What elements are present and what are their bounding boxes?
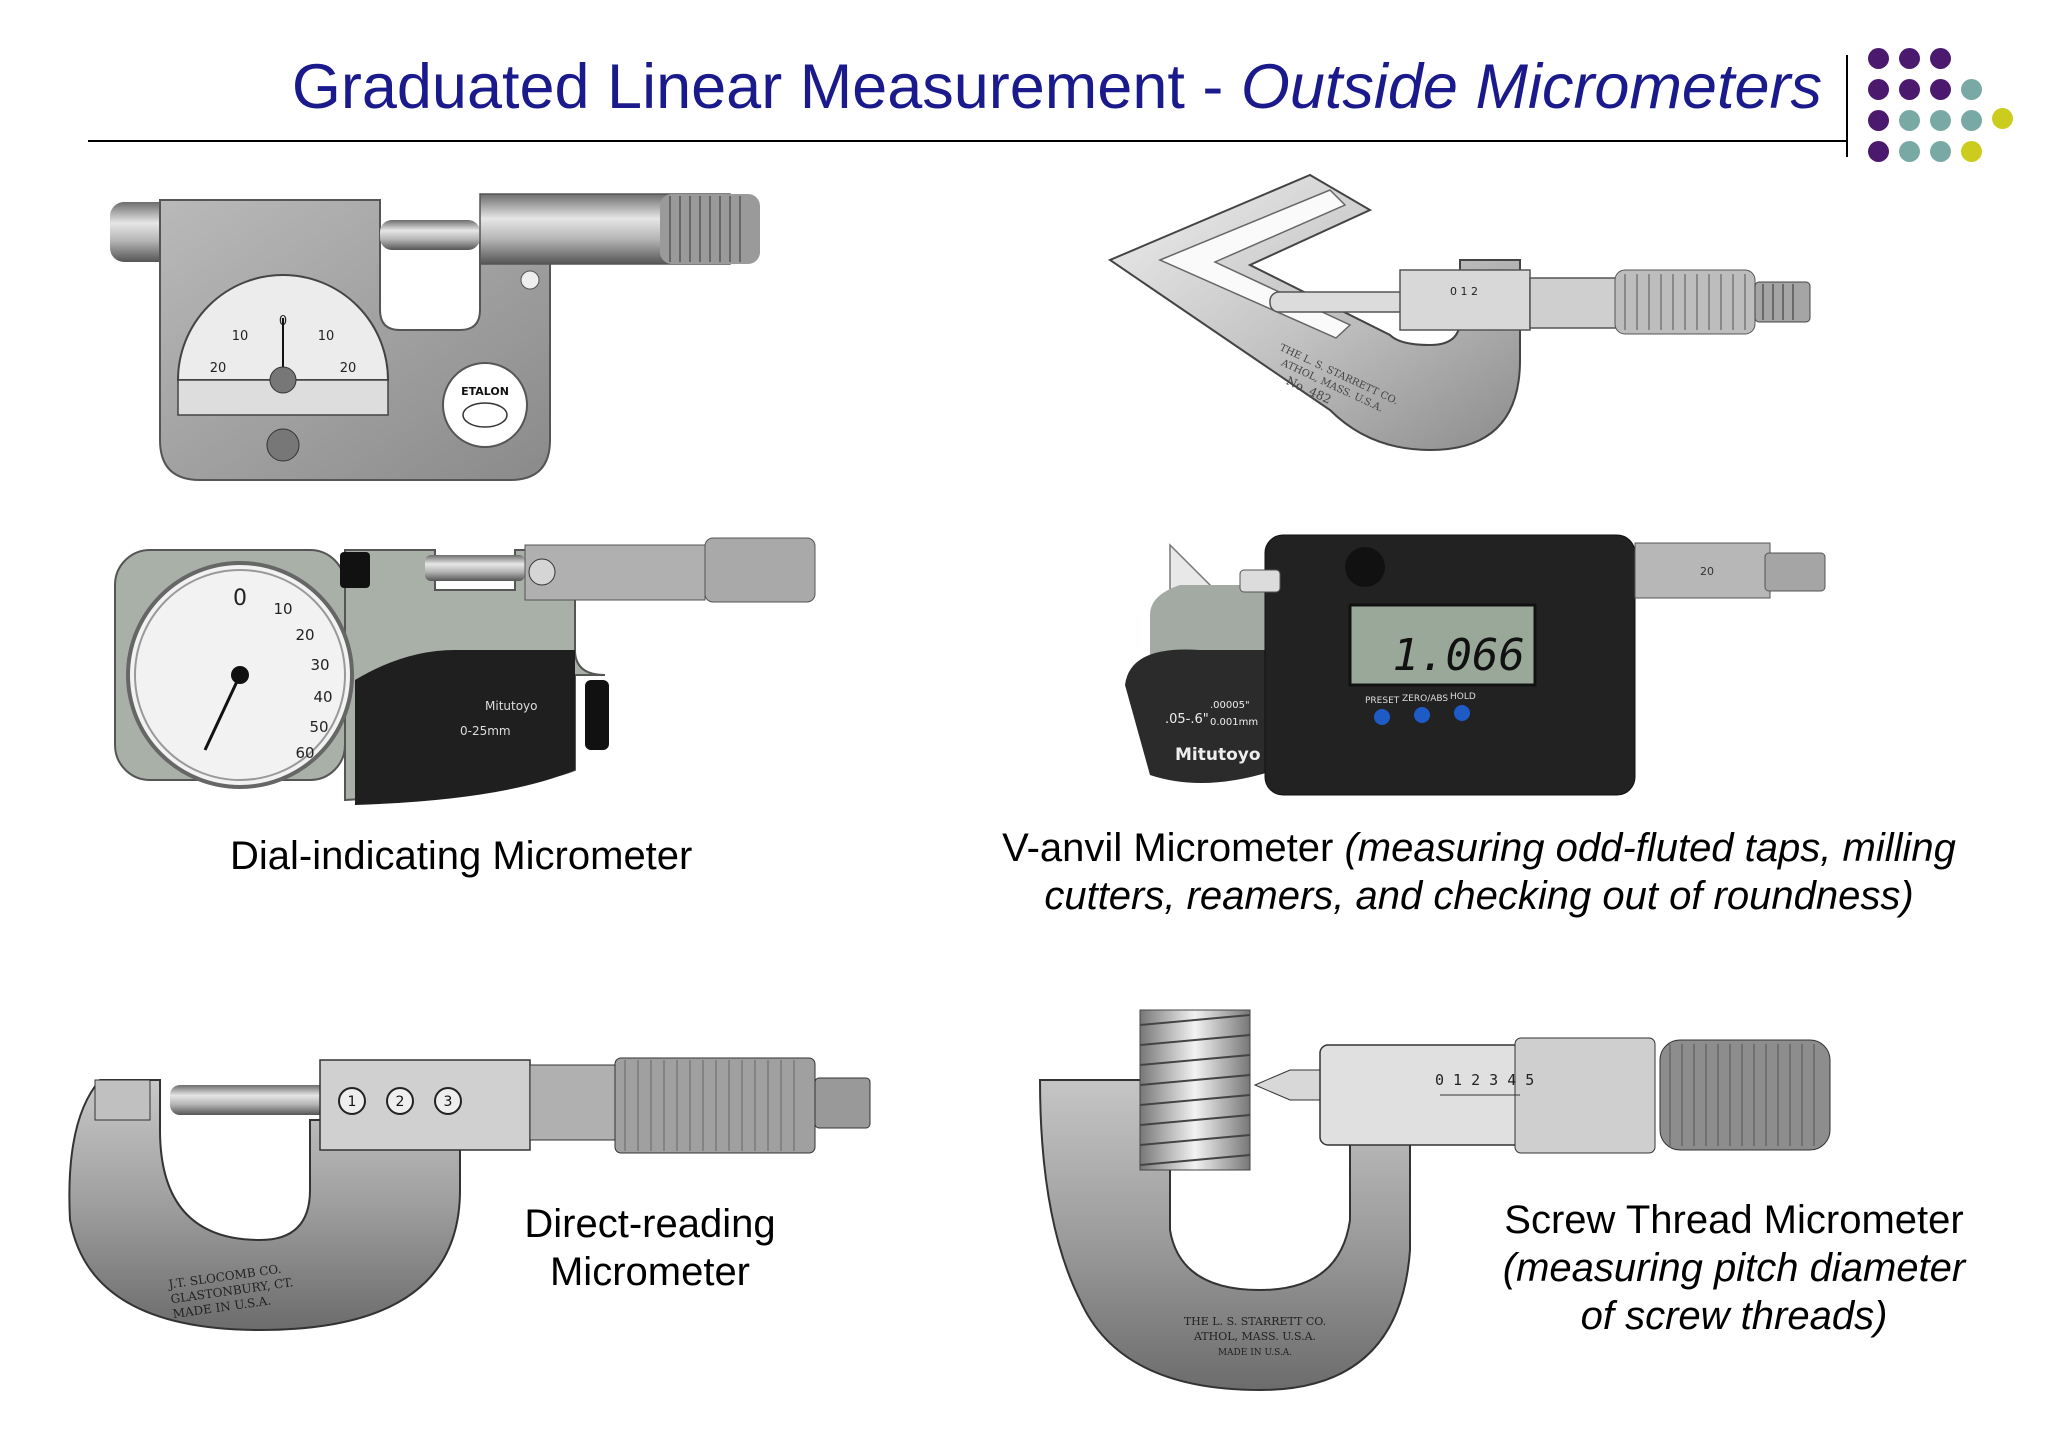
thread-sleeve-scale: 0 1 2 3 4 5 bbox=[1435, 1071, 1534, 1089]
corner-dot bbox=[1899, 79, 1920, 100]
screw-thread-micrometer-image: 0 1 2 3 4 5 THE L. S. STARRETT CO. ATHOL… bbox=[1038, 1009, 1831, 1392]
corner-dot bbox=[1930, 79, 1951, 100]
digital-readout: 1.066 bbox=[1393, 630, 1525, 681]
dial-top-tick-4: 20 bbox=[340, 361, 357, 376]
corner-dot bbox=[1868, 141, 1889, 162]
mitutoyo-dial-brand: Mitutoyo bbox=[485, 699, 538, 713]
caption-v-anvil-name: V-anvil Micrometer bbox=[1002, 826, 1345, 870]
caption-v-anvil-desc-2: cutters, reamers, and checking out of ro… bbox=[1044, 874, 1914, 918]
title-divider bbox=[1846, 55, 1848, 157]
dial-micrometer-mitutoyo-image: 0 10 20 30 40 50 60 Mitutoyo 0-25mm bbox=[114, 537, 816, 805]
hold-button-label: HOLD bbox=[1450, 692, 1476, 702]
corner-dot bbox=[1899, 141, 1920, 162]
corner-dot bbox=[1930, 141, 1951, 162]
counter-digit-2: 2 bbox=[396, 1094, 405, 1110]
caption-thread-line-3: of screw threads) bbox=[1580, 1294, 1888, 1338]
corner-dot bbox=[1961, 110, 1982, 131]
caption-direct-reading: Direct-reading Micrometer bbox=[500, 1200, 800, 1296]
corner-dot bbox=[1992, 108, 2013, 129]
dial-bottom-tick-3: 30 bbox=[310, 656, 329, 674]
digital-res-in-label: .00005" bbox=[1210, 700, 1250, 711]
etalon-logo-text: ETALON bbox=[461, 385, 509, 398]
thread-maker-text: THE L. S. STARRETT CO. bbox=[1184, 1315, 1326, 1328]
slide-title: Graduated Linear Measurement - Outside M… bbox=[0, 50, 1822, 126]
dial-top-tick-1: 10 bbox=[232, 329, 249, 344]
thread-made-text: MADE IN U.S.A. bbox=[1218, 1348, 1292, 1358]
v-anvil-top-scale: 0 1 2 bbox=[1450, 285, 1478, 298]
v-anvil-micrometer-starrett-image: 0 1 2 THE L. S. STARRETT CO. ATHOL, MASS… bbox=[1107, 173, 1811, 452]
digital-brand-label: Mitutoyo bbox=[1175, 745, 1261, 765]
caption-dial-indicating: Dial-indicating Micrometer bbox=[230, 834, 693, 878]
zero-abs-button-label: ZERO/ABS bbox=[1402, 694, 1448, 704]
corner-dot bbox=[1868, 79, 1889, 100]
title-main: Graduated Linear Measurement - bbox=[291, 52, 1241, 122]
caption-thread-line-2: (measuring pitch diameter bbox=[1502, 1246, 1966, 1290]
corner-dot bbox=[1868, 110, 1889, 131]
mitutoyo-dial-range: 0-25mm bbox=[460, 724, 511, 738]
caption-direct-line-1: Direct-reading bbox=[524, 1202, 776, 1246]
corner-dot bbox=[1899, 110, 1920, 131]
caption-v-anvil-desc-1: (measuring odd-fluted taps, milling bbox=[1344, 826, 1956, 870]
counter-digit-3: 3 bbox=[444, 1094, 453, 1110]
corner-dot bbox=[1899, 48, 1920, 69]
digital-thimble-scale: 20 bbox=[1700, 565, 1714, 578]
corner-dot bbox=[1930, 110, 1951, 131]
title-underline bbox=[88, 140, 1846, 142]
v-anvil-micrometer-digital-image: 1.066 PRESET ZERO/ABS HOLD .05-.6" .0000… bbox=[1125, 534, 1826, 796]
caption-direct-line-2: Micrometer bbox=[549, 1250, 751, 1294]
preset-button-label: PRESET bbox=[1365, 696, 1400, 706]
title-italic: Outside Micrometers bbox=[1240, 52, 1822, 122]
dial-bottom-tick-0: 0 bbox=[233, 586, 247, 611]
direct-reading-micrometer-image: 1 2 3 J.T. SLOCOMB CO. GLASTONBURY, CT. … bbox=[68, 1057, 871, 1332]
corner-dot bbox=[1868, 48, 1889, 69]
corner-dot bbox=[1961, 141, 1982, 162]
dial-bottom-tick-6: 60 bbox=[295, 744, 314, 762]
counter-digit-1: 1 bbox=[348, 1094, 357, 1110]
dial-bottom-tick-2: 20 bbox=[295, 626, 314, 644]
caption-screw-thread: Screw Thread Micrometer (measuring pitch… bbox=[1464, 1196, 2004, 1340]
digital-range-label: .05-.6" bbox=[1165, 712, 1209, 727]
dial-bottom-tick-1: 10 bbox=[273, 600, 292, 618]
corner-dot bbox=[1961, 79, 1982, 100]
dial-top-tick-3: 10 bbox=[318, 329, 335, 344]
dial-bottom-tick-4: 40 bbox=[313, 688, 332, 706]
thread-place-text: ATHOL, MASS. U.S.A. bbox=[1193, 1330, 1316, 1343]
dial-top-tick-0: 20 bbox=[210, 361, 227, 376]
digital-res-mm-label: 0.001mm bbox=[1210, 717, 1258, 728]
dial-bottom-tick-5: 50 bbox=[309, 718, 328, 736]
caption-thread-line-1: Screw Thread Micrometer bbox=[1504, 1198, 1964, 1242]
caption-v-anvil: V-anvil Micrometer (measuring odd-fluted… bbox=[984, 824, 1974, 920]
corner-dot bbox=[1930, 48, 1951, 69]
dial-micrometer-etalon-image: 20 10 0 10 20 ETALON bbox=[110, 193, 760, 481]
